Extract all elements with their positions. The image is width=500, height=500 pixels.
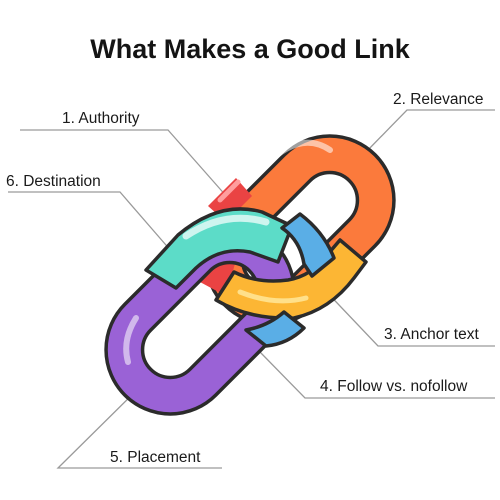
label-anchor-text: 3. Anchor text: [384, 326, 479, 343]
follow-segments: [244, 212, 336, 348]
authority-highlight: [217, 179, 241, 203]
labels: 1. Authority 2. Relevance 6. Destination…: [6, 91, 483, 466]
label-placement: 5. Placement: [110, 449, 201, 466]
relevance-highlight: [263, 139, 333, 168]
page-title: What Makes a Good Link: [90, 34, 411, 64]
leader-lines: [8, 109, 495, 469]
leader-placement: [56, 381, 222, 469]
label-authority: 1. Authority: [62, 110, 140, 127]
label-relevance: 2. Relevance: [393, 91, 483, 108]
label-follow: 4. Follow vs. nofollow: [320, 378, 468, 395]
placement-highlight: [123, 315, 139, 365]
destination-highlight: [182, 214, 270, 240]
label-destination: 6. Destination: [6, 173, 101, 190]
follow-segment-lower: [244, 310, 306, 348]
leader-anchor-text: [319, 284, 495, 347]
leader-authority: [20, 129, 229, 199]
leader-follow: [259, 351, 495, 399]
anchor-text-highlight: [237, 289, 309, 304]
leader-destination: [8, 191, 173, 253]
follow-segment-upper: [280, 212, 336, 278]
leader-relevance: [365, 109, 495, 153]
